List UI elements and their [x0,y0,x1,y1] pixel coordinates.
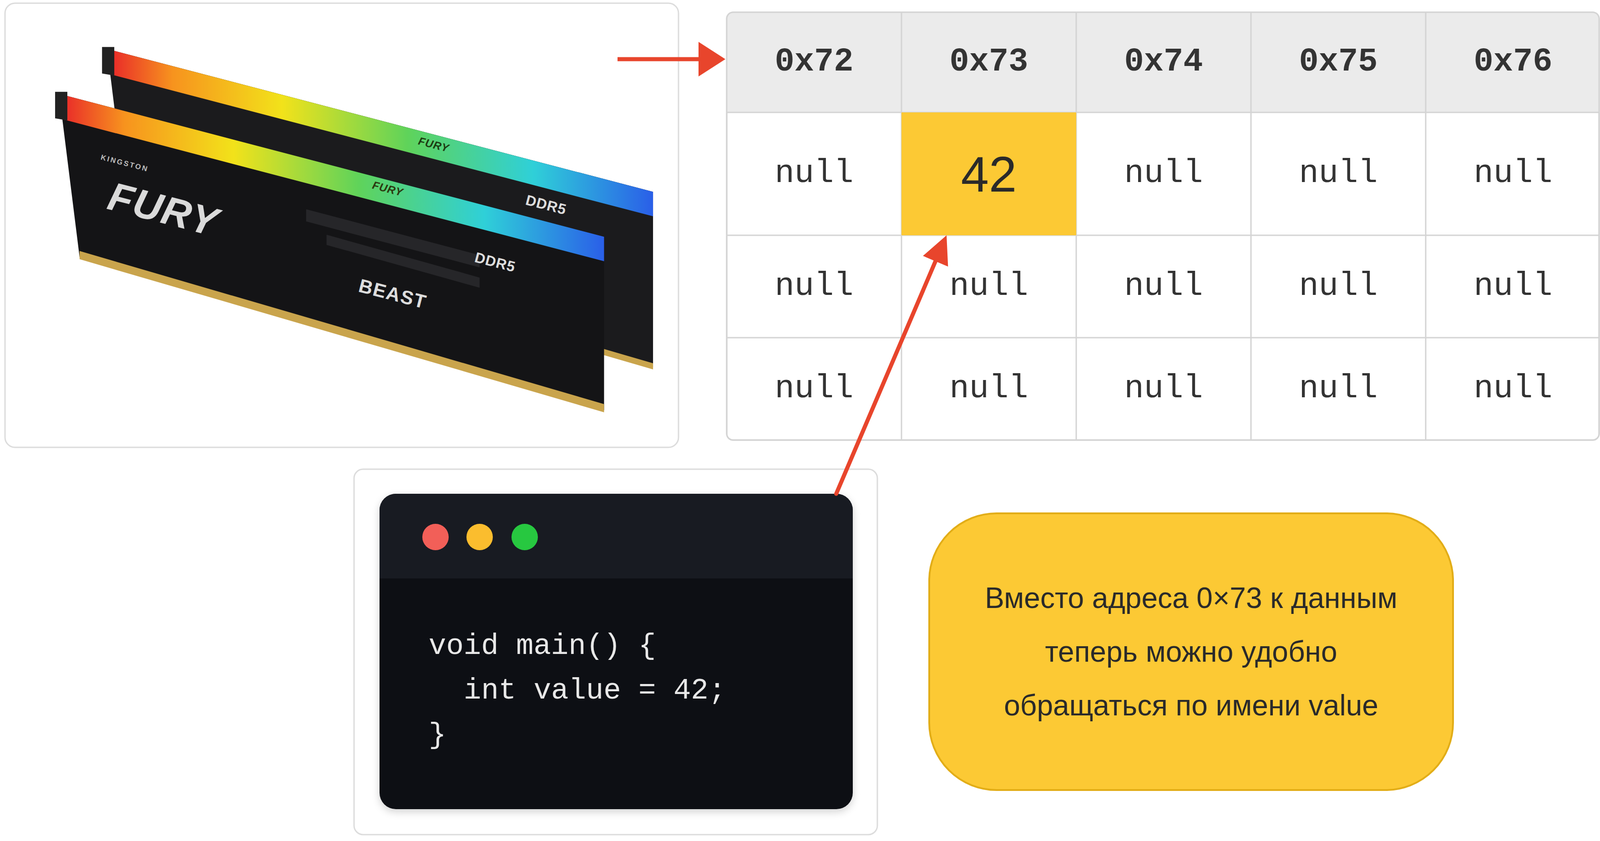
window-dot [511,523,538,551]
ram-detail [326,234,480,289]
empty-value: null [1473,155,1553,192]
ram-pins-front [79,251,605,413]
empty-value: null [1124,268,1204,305]
header-cell: 0x76 [1425,12,1600,113]
window-dot [422,523,449,551]
memory-cell: 42 [901,112,1077,236]
table-cell: null [1250,112,1426,236]
callout-box: Вместо адреса 0×73 к данным теперь можно… [928,512,1454,791]
header-cell: 0x75 [1250,12,1426,113]
code-panel [354,469,878,835]
table-cell: null [1076,235,1251,338]
empty-value: null [774,155,854,192]
code-line: } [428,713,853,758]
window-dot [466,523,493,551]
grid-line [726,234,1600,237]
table-cell: null [901,337,1077,441]
empty-value: null [949,370,1029,407]
empty-value: null [1124,370,1204,407]
header-cell: 0x73 [901,12,1077,113]
table-body [726,12,1600,441]
empty-value: null [1299,155,1378,192]
empty-value: null [949,268,1029,305]
table-cell: null [1250,337,1426,441]
empty-value: null [1124,155,1204,192]
table-cell: null [1425,337,1600,441]
table-cell: null [1425,112,1600,236]
header-cell: 0x72 [726,12,902,113]
ram-stick-front [59,93,604,411]
table-cell: null [1076,337,1251,441]
pointer-arrow [617,41,726,77]
memory-address: 0x73 [949,44,1029,81]
table-cell: null [726,112,902,236]
table-header [726,12,1600,113]
grid-line [1250,12,1252,441]
ram-cap-front [55,91,68,121]
empty-value: null [1299,370,1378,407]
table-cell: null [1425,235,1600,338]
photo-panel [5,3,679,448]
code-window: void main() {int value = 42;} [379,493,853,810]
memory-address: 0x72 [774,44,854,81]
empty-value: null [1473,268,1553,305]
empty-value: null [1299,268,1378,305]
memory-address: 0x76 [1473,44,1553,81]
table-cell: null [1250,235,1426,338]
header-cell: 0x74 [1076,12,1251,113]
table-cell: null [1076,112,1251,236]
empty-value: null [1473,370,1553,407]
code-line: int value = 42; [428,668,853,714]
table-border [726,12,1600,441]
ram-illustration [55,46,654,413]
table-cell: null [901,235,1077,338]
title-bar [379,493,853,579]
callout-text: Вместо адреса 0×73 к данным теперь можно… [977,571,1405,733]
empty-value: null [774,268,854,305]
table-grid [726,12,1600,441]
memory-address: 0x74 [1124,44,1204,81]
arrow-head [922,235,948,267]
arrow-head [698,41,726,77]
grid-line [726,111,1600,114]
code-line: void main() { [428,623,853,669]
table-cell: null [726,235,902,338]
ram-band-front [59,93,604,262]
table-cell: null [726,337,902,441]
memory-table [726,12,1600,441]
ram-cap-back [101,46,115,76]
arrow-shaft [617,57,704,62]
empty-value: null [774,370,854,407]
memory-address: 0x75 [1299,44,1378,81]
grid-line [1425,12,1427,441]
stored-value: 42 [961,146,1017,202]
grid-line [726,337,1600,339]
